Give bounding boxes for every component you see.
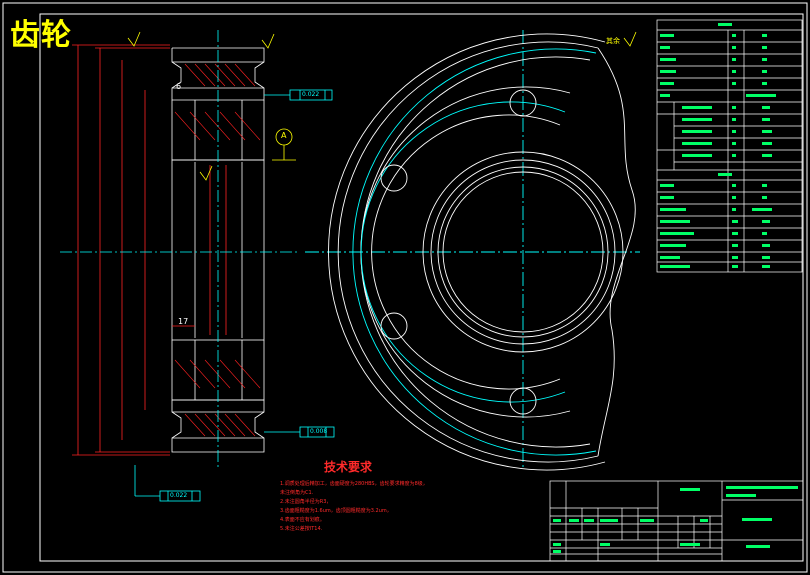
runout-tolerance-bottom: 0.022 (170, 492, 188, 499)
gear-parameter-table (656, 19, 803, 273)
technical-requirement-line: 5.未注公差按IT14. (280, 526, 323, 532)
gear-front-view (305, 30, 640, 471)
runout-tolerance-top: 0.022 (302, 91, 320, 98)
roughness-general-label: 其余 (606, 37, 620, 45)
technical-requirement-line: 2.未注圆角半径为R3， (280, 499, 332, 505)
parallelism-tolerance: 0.008 (310, 428, 328, 435)
technical-requirement-line: 1.调质处理后精加工，齿面硬度为280HBS，齿轮要求精度为8级， (280, 481, 428, 487)
technical-requirement-line: 4.表面不应有划痕。 (280, 517, 325, 523)
drawing-title: 齿轮 (10, 18, 72, 53)
dimension-17-label: 17 (178, 317, 189, 326)
technical-requirement-line: 未注倒角为C1. (280, 490, 314, 496)
dimension-6-label: 6 (176, 82, 182, 91)
title-block (549, 480, 804, 562)
drawing-inner-border (39, 13, 804, 562)
title-block-text-marks (553, 486, 798, 553)
technical-requirements-title: 技术要求 (324, 460, 373, 474)
gear-section-view (60, 30, 637, 502)
technical-requirement-line: 3.齿面粗糙度为1.6um，齿顶圆粗糙度为3.2um， (280, 508, 392, 514)
datum-a-label: A (281, 131, 287, 140)
parameter-table-text-marks (660, 23, 776, 268)
